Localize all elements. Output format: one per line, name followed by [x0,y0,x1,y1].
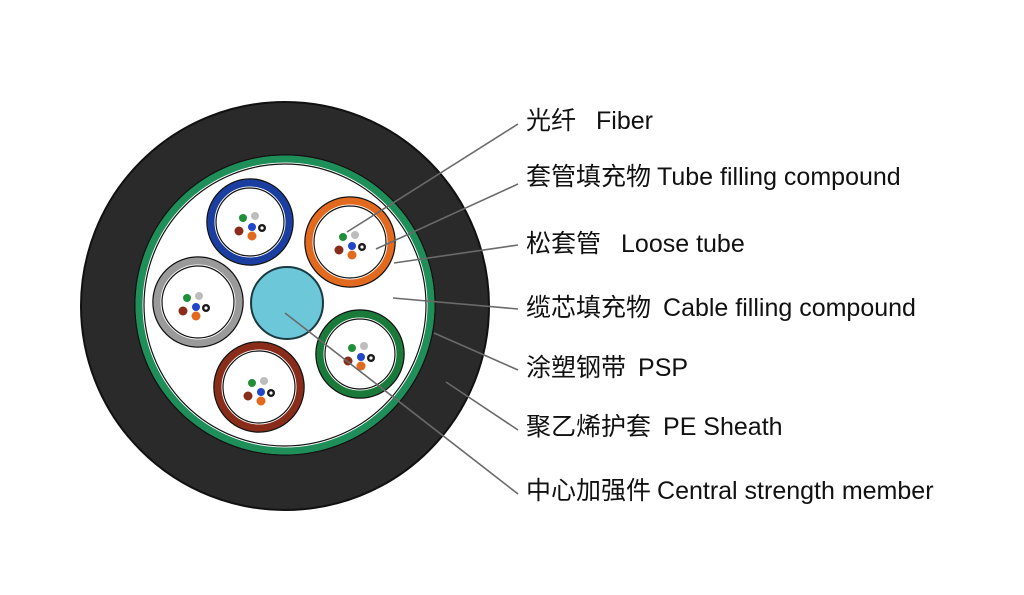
leader-tube-filling [375,183,519,250]
loose-tube-orange [304,196,396,288]
label-zh: 套管填充物 [526,162,652,191]
label-loose-tube: 松套管 Loose tube [526,229,745,259]
label-en: Loose tube [621,230,745,258]
label-cable-filling-compound: 缆芯填充物 Cable filling compound [526,293,916,323]
label-pe-sheath: 聚乙烯护套 PE Sheath [526,412,783,442]
label-zh: 松套管 [526,229,602,258]
leader-psp [433,332,519,371]
label-en: PE Sheath [663,413,783,441]
leader-cable-filling [392,297,519,310]
loose-tube-brown [213,341,305,433]
loose-tube-gray [152,256,244,348]
label-en: Cable filling compound [663,294,916,322]
label-en: Central strength member [657,477,934,505]
loose-tube-blue [206,178,294,266]
label-zh: 缆芯填充物 [526,293,652,322]
label-zh: 中心加强件 [526,476,652,505]
label-zh: 聚乙烯护套 [526,412,652,441]
label-en: Tube filling compound [657,163,901,191]
leader-fiber [346,123,519,233]
central-strength-member [250,266,324,340]
label-fiber: 光纤 Fiber [526,106,653,136]
label-zh: 光纤 [526,106,577,135]
label-en: PSP [638,354,689,382]
label-en: Fiber [596,107,653,135]
label-zh: 涂塑钢带 [526,353,627,382]
psp-steel-tape-ring [135,155,435,455]
leader-pe-sheath [445,381,519,431]
label-psp: 涂塑钢带 PSP [526,353,688,383]
leader-lines [284,123,519,495]
leader-loose-tube [393,244,519,264]
leader-central-member [284,312,519,495]
